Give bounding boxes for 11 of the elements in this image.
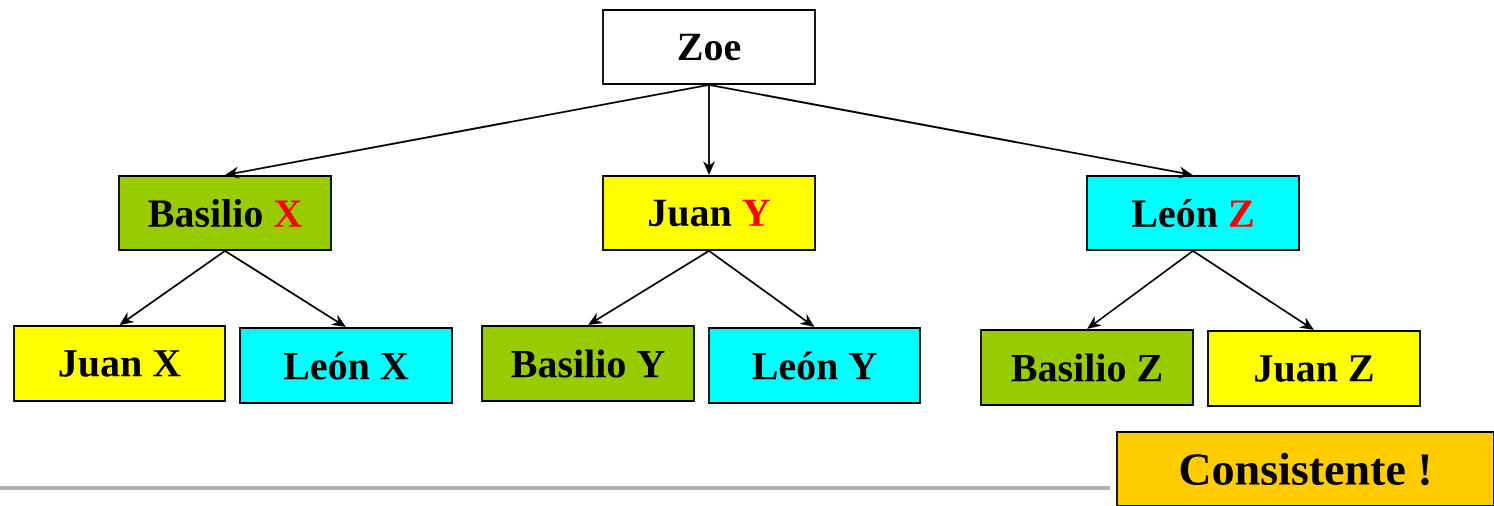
name-box: León Z xyxy=(1086,175,1300,251)
name-box: Juan Y xyxy=(602,175,816,251)
name-box: Basilio Y xyxy=(481,325,695,402)
name-box: León Y xyxy=(708,327,921,404)
name-box: Basilio Z xyxy=(980,329,1194,406)
name-box: Juan X xyxy=(13,325,226,402)
result-box: Consistente ! xyxy=(1116,431,1494,506)
name-box: León X xyxy=(239,327,453,404)
name-box: Basilio X xyxy=(118,175,332,251)
name-box: Zoe xyxy=(602,9,816,85)
name-box: Juan Z xyxy=(1207,330,1421,407)
